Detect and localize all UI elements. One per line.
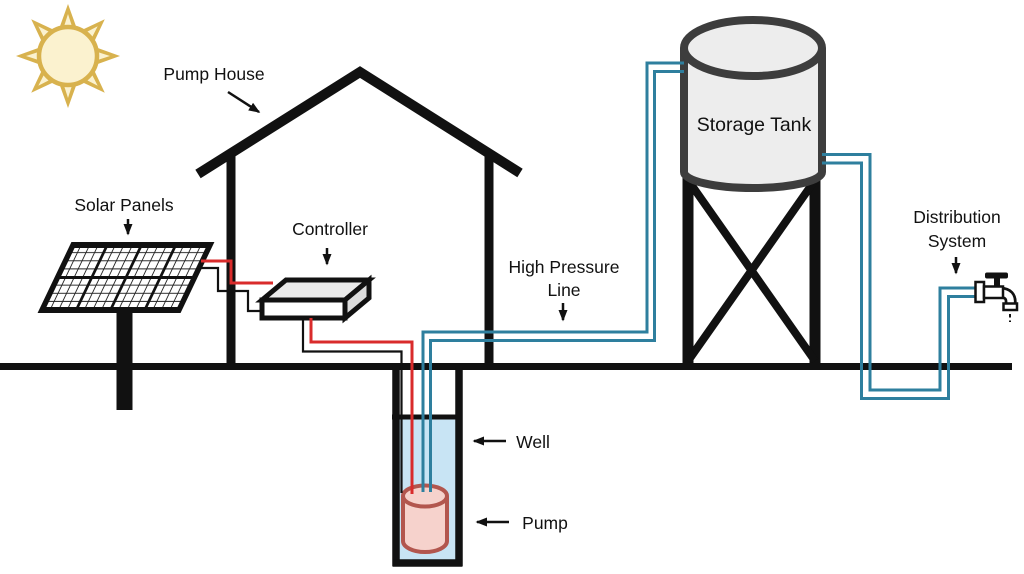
panel-frame [37, 242, 215, 313]
pump-cylinder [401, 483, 449, 554]
controller-label: Controller [292, 219, 368, 239]
black-wire [198, 266, 403, 493]
annotations: Pump House Solar Panels Controller High … [74, 64, 1000, 533]
storage-tank [680, 16, 826, 192]
distribution-label-1: Distribution [913, 207, 1001, 227]
pump-label: Pump [522, 513, 568, 533]
roof [195, 66, 523, 179]
distribution-label-2: System [928, 231, 986, 251]
sun-icon [16, 4, 120, 108]
high-pressure-line-label-2: Line [547, 280, 580, 300]
solar-panel [37, 242, 215, 410]
storage-tank-label: Storage Tank [697, 114, 812, 136]
controller-box [255, 274, 376, 324]
well-label: Well [516, 432, 550, 452]
tank-stand [682, 177, 821, 366]
solar-panels-label: Solar Panels [74, 195, 173, 215]
pump-house-arrow [227, 90, 261, 114]
pump-house-label: Pump House [163, 64, 264, 84]
panel-post [116, 308, 133, 410]
faucet-icon [974, 272, 1019, 322]
distribution-pipe [822, 153, 977, 400]
high-pressure-pipe [421, 61, 684, 492]
red-wire [201, 259, 414, 494]
high-pressure-line-label-1: High Pressure [509, 257, 620, 277]
